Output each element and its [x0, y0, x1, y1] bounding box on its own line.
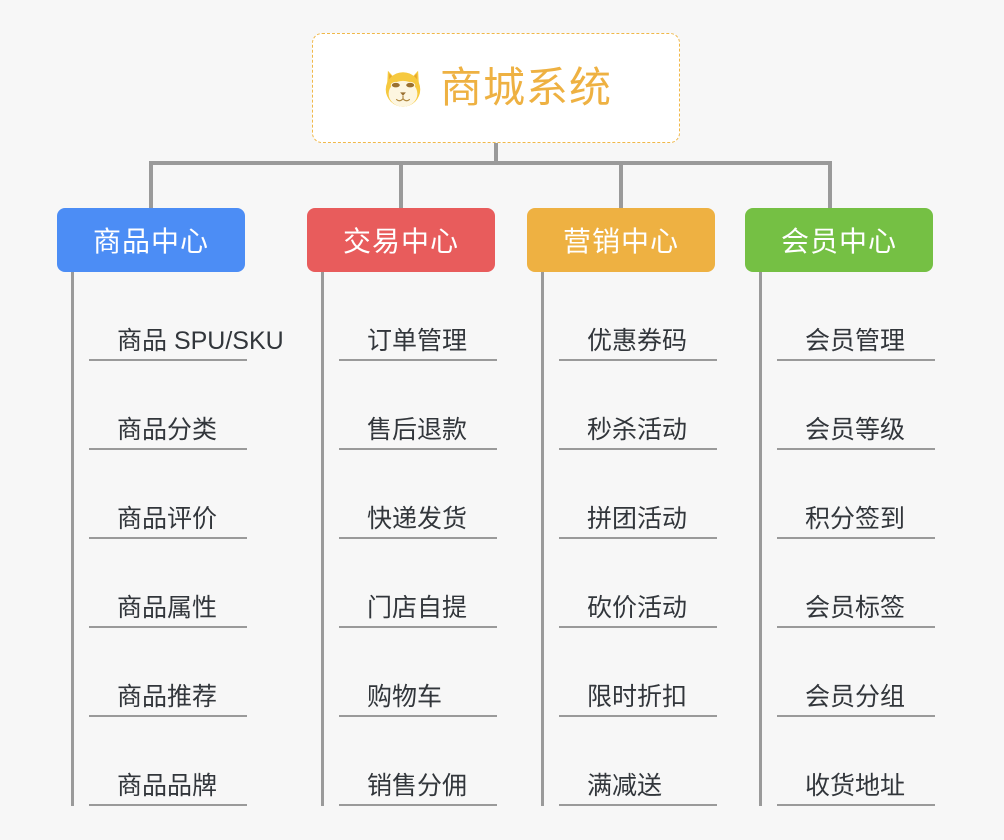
- leaf-label: 砍价活动: [587, 593, 688, 622]
- leaf-label: 会员标签: [805, 593, 906, 622]
- branch-column-2: 交易中心 订单管理 售后退款 快递发货 门店自提 购物车 销售分佣: [307, 208, 497, 806]
- leaf-label: 商品评价: [117, 504, 218, 533]
- leaf-item[interactable]: 售后退款: [339, 361, 497, 450]
- connector-drop-3: [619, 161, 623, 209]
- leaf-item[interactable]: 收货地址: [777, 717, 935, 806]
- leaf-label: 销售分佣: [367, 771, 468, 800]
- category-header-1[interactable]: 商品中心: [57, 208, 245, 272]
- branch-column-1: 商品中心 商品 SPU/SKU 商品分类 商品评价 商品属性 商品推荐 商品品牌: [57, 208, 284, 806]
- connector-drop-1: [149, 161, 153, 209]
- leaf-item[interactable]: 购物车: [339, 628, 497, 717]
- leaf-item[interactable]: 门店自提: [339, 539, 497, 628]
- leaf-label: 商品分类: [117, 415, 218, 444]
- leaf-item[interactable]: 商品评价: [89, 450, 247, 539]
- shiba-dog-face-icon: [385, 70, 421, 109]
- leaf-label: 拼团活动: [587, 504, 688, 533]
- connector-root-stem: [494, 143, 498, 165]
- leaf-item[interactable]: 会员分组: [777, 628, 935, 717]
- leaf-label: 商品 SPU/SKU: [117, 326, 284, 355]
- category-label: 交易中心: [342, 226, 459, 257]
- leaf-label: 会员等级: [805, 415, 906, 444]
- leaf-item[interactable]: 销售分佣: [339, 717, 497, 806]
- connector-drop-2: [399, 161, 403, 209]
- leaf-list-1: 商品 SPU/SKU 商品分类 商品评价 商品属性 商品推荐 商品品牌: [71, 272, 284, 806]
- root-title: 商城系统: [439, 64, 612, 111]
- branch-column-3: 营销中心 优惠券码 秒杀活动 拼团活动 砍价活动 限时折扣 满减送: [527, 208, 717, 806]
- category-header-2[interactable]: 交易中心: [307, 208, 495, 272]
- leaf-item[interactable]: 积分签到: [777, 450, 935, 539]
- leaf-label: 门店自提: [367, 593, 468, 622]
- leaf-item[interactable]: 商品属性: [89, 539, 247, 628]
- leaf-label: 积分签到: [805, 504, 906, 533]
- leaf-item[interactable]: 优惠券码: [559, 272, 717, 361]
- leaf-label: 会员管理: [805, 326, 906, 355]
- connector-drop-4: [828, 161, 832, 209]
- category-header-3[interactable]: 营销中心: [527, 208, 715, 272]
- leaf-item[interactable]: 订单管理: [339, 272, 497, 361]
- leaf-label: 购物车: [367, 682, 443, 711]
- leaf-item[interactable]: 商品推荐: [89, 628, 247, 717]
- leaf-label: 收货地址: [805, 771, 906, 800]
- leaf-label: 会员分组: [805, 682, 906, 711]
- leaf-label: 订单管理: [367, 326, 468, 355]
- leaf-item[interactable]: 会员等级: [777, 361, 935, 450]
- leaf-label: 限时折扣: [587, 682, 688, 711]
- category-label: 商品中心: [92, 226, 209, 257]
- leaf-item[interactable]: 商品 SPU/SKU: [89, 272, 284, 361]
- root-node[interactable]: 商城系统: [312, 33, 680, 143]
- category-header-4[interactable]: 会员中心: [745, 208, 933, 272]
- leaf-item[interactable]: 商品分类: [89, 361, 247, 450]
- category-label: 营销中心: [562, 226, 679, 257]
- leaf-item[interactable]: 商品品牌: [89, 717, 247, 806]
- leaf-item[interactable]: 会员管理: [777, 272, 935, 361]
- leaf-list-3: 优惠券码 秒杀活动 拼团活动 砍价活动 限时折扣 满减送: [541, 272, 717, 806]
- leaf-label: 售后退款: [367, 415, 468, 444]
- leaf-item[interactable]: 砍价活动: [559, 539, 717, 628]
- leaf-label: 商品品牌: [117, 771, 218, 800]
- leaf-item[interactable]: 会员标签: [777, 539, 935, 628]
- leaf-item[interactable]: 拼团活动: [559, 450, 717, 539]
- leaf-list-4: 会员管理 会员等级 积分签到 会员标签 会员分组 收货地址: [759, 272, 935, 806]
- leaf-label: 秒杀活动: [587, 415, 688, 444]
- leaf-label: 商品推荐: [117, 682, 218, 711]
- leaf-label: 优惠券码: [587, 326, 688, 355]
- connector-horizontal-bar: [149, 161, 832, 165]
- leaf-label: 商品属性: [117, 593, 218, 622]
- leaf-item[interactable]: 限时折扣: [559, 628, 717, 717]
- category-label: 会员中心: [780, 226, 897, 257]
- leaf-list-2: 订单管理 售后退款 快递发货 门店自提 购物车 销售分佣: [321, 272, 497, 806]
- leaf-label: 满减送: [587, 771, 663, 800]
- leaf-item[interactable]: 快递发货: [339, 450, 497, 539]
- leaf-label: 快递发货: [367, 504, 468, 533]
- branch-column-4: 会员中心 会员管理 会员等级 积分签到 会员标签 会员分组 收货地址: [745, 208, 935, 806]
- leaf-item[interactable]: 满减送: [559, 717, 717, 806]
- leaf-item[interactable]: 秒杀活动: [559, 361, 717, 450]
